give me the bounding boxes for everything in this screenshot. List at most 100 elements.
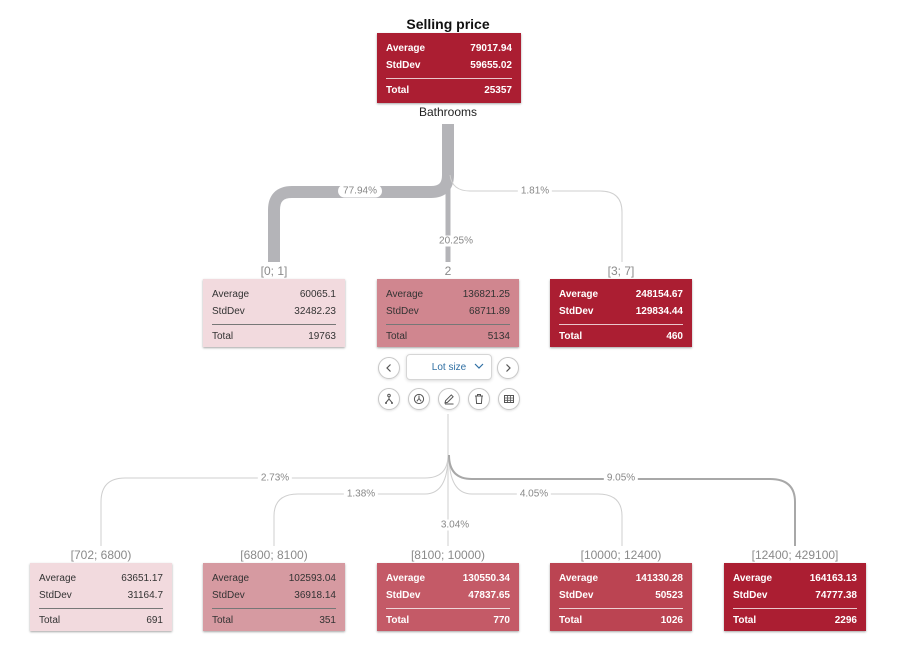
node-label-10000-12400: [10000; 12400)	[580, 548, 662, 562]
stat-label-stddev: StdDev	[386, 306, 419, 317]
stat-label-total: Total	[386, 331, 408, 342]
node-label-702-6800: [702; 6800)	[70, 548, 132, 562]
node-label-12400-429100: [12400; 429100]	[751, 548, 839, 562]
percent-label-2: 20.25%	[436, 235, 476, 247]
stat-total: 460	[666, 331, 683, 342]
stat-label-average: Average	[559, 573, 599, 584]
node-label-8100-10000: [8100; 10000)	[410, 548, 486, 562]
stat-label-average: Average	[386, 43, 426, 54]
tree-title: Selling price	[406, 16, 490, 32]
next-variable-button[interactable]	[497, 357, 519, 379]
stat-average: 164163.13	[809, 573, 857, 584]
split-variable-select-value: Lot size	[431, 361, 467, 373]
stat-average: 60065.1	[299, 289, 336, 300]
stat-average: 248154.67	[635, 289, 683, 300]
node-label-0-1: [0; 1]	[260, 264, 288, 278]
divider	[559, 324, 683, 325]
split-tree-icon	[385, 393, 393, 404]
stat-average: 130550.34	[462, 573, 510, 584]
stat-label-total: Total	[212, 615, 234, 626]
stat-total: 2296	[834, 615, 857, 626]
auto-split-button[interactable]	[408, 388, 430, 410]
link-root-to-3-7	[449, 174, 623, 262]
stat-label-average: Average	[559, 289, 599, 300]
percent-label-10000-12400: 4.05%	[516, 488, 552, 500]
link-2-to-12400-429100	[448, 454, 796, 546]
prev-variable-button[interactable]	[378, 357, 400, 379]
stat-average: 102593.04	[288, 573, 336, 584]
stat-label-stddev: StdDev	[559, 590, 594, 601]
edit-icon	[444, 394, 454, 405]
percent-label-3-7: 1.81%	[517, 185, 553, 197]
auto-split-icon	[413, 393, 425, 405]
stat-label-average: Average	[733, 573, 773, 584]
stat-average: 141330.28	[635, 573, 683, 584]
stat-label-average: Average	[386, 573, 426, 584]
split-variable-select[interactable]: Lot size	[406, 354, 492, 380]
divider	[39, 608, 163, 609]
percent-label-6800-8100: 1.38%	[343, 488, 379, 500]
trash-icon	[475, 394, 483, 404]
stat-label-total: Total	[39, 615, 61, 626]
stat-label-average: Average	[212, 573, 250, 584]
stat-label-total: Total	[386, 615, 410, 626]
delete-button[interactable]	[468, 388, 490, 410]
node-label-6800-8100: [6800; 8100)	[240, 548, 308, 562]
split-tree-button[interactable]	[378, 388, 400, 410]
stat-label-total: Total	[559, 331, 583, 342]
node-6800-8100[interactable]: Average 102593.04 StdDev 36918.14 Total 351	[203, 563, 345, 631]
divider	[386, 78, 512, 79]
percent-label-12400-429100: 9.05%	[603, 472, 639, 484]
stat-total: 351	[319, 615, 336, 626]
stat-stddev: 50523	[655, 590, 683, 601]
edit-button[interactable]	[438, 388, 460, 410]
stat-stddev: 129834.44	[635, 306, 683, 317]
stat-stddev: 74777.38	[815, 590, 857, 601]
stat-total: 19763	[308, 331, 336, 342]
stat-total: 1026	[660, 615, 683, 626]
percent-label-702-6800: 2.73%	[257, 472, 293, 484]
percent-label-8100-10000: 3.04%	[437, 519, 473, 531]
divider	[212, 608, 336, 609]
divider	[733, 608, 857, 609]
chevron-down-icon	[474, 363, 484, 369]
table-icon	[504, 395, 514, 403]
stat-label-average: Average	[212, 289, 250, 300]
stat-stddev: 32482.23	[294, 306, 336, 317]
node-10000-12400[interactable]: Average 141330.28 StdDev 50523 Total 1026	[550, 563, 692, 631]
link-2-to-10000-12400	[448, 454, 623, 546]
stat-label-total: Total	[733, 615, 757, 626]
stat-stddev: 31164.7	[127, 590, 163, 601]
stat-label-total: Total	[559, 615, 583, 626]
divider	[386, 324, 510, 325]
stat-stddev: 68711.89	[469, 306, 510, 317]
table-view-button[interactable]	[498, 388, 520, 410]
stat-label-stddev: StdDev	[559, 306, 594, 317]
node-12400-429100[interactable]: Average 164163.13 StdDev 74777.38 Total 229…	[724, 563, 866, 631]
divider	[559, 608, 683, 609]
node-3-7[interactable]: Average 248154.67 StdDev 129834.44 Total 46…	[550, 279, 692, 347]
stat-label-stddev: StdDev	[212, 590, 245, 601]
stat-total: 691	[146, 615, 163, 626]
node-label-2: 2	[444, 264, 452, 278]
stat-average: 79017.94	[470, 43, 512, 54]
stat-label-stddev: StdDev	[39, 590, 72, 601]
stat-label-stddev: StdDev	[386, 590, 421, 601]
split-variable-label: Bathrooms	[418, 105, 478, 119]
divider	[212, 324, 336, 325]
chevron-right-icon	[506, 364, 511, 372]
stat-label-total: Total	[212, 331, 234, 342]
stat-label-stddev: StdDev	[733, 590, 768, 601]
node-0-1[interactable]: Average 60065.1 StdDev 32482.23 Total 19763	[203, 279, 345, 347]
stat-total: 770	[493, 615, 510, 626]
stat-label-stddev: StdDev	[212, 306, 245, 317]
link-2-to-6800-8100	[273, 454, 449, 546]
stat-stddev: 36918.14	[294, 590, 336, 601]
stat-label-average: Average	[39, 573, 77, 584]
stat-label-average: Average	[386, 289, 424, 300]
node-label-3-7: [3; 7]	[607, 264, 635, 278]
